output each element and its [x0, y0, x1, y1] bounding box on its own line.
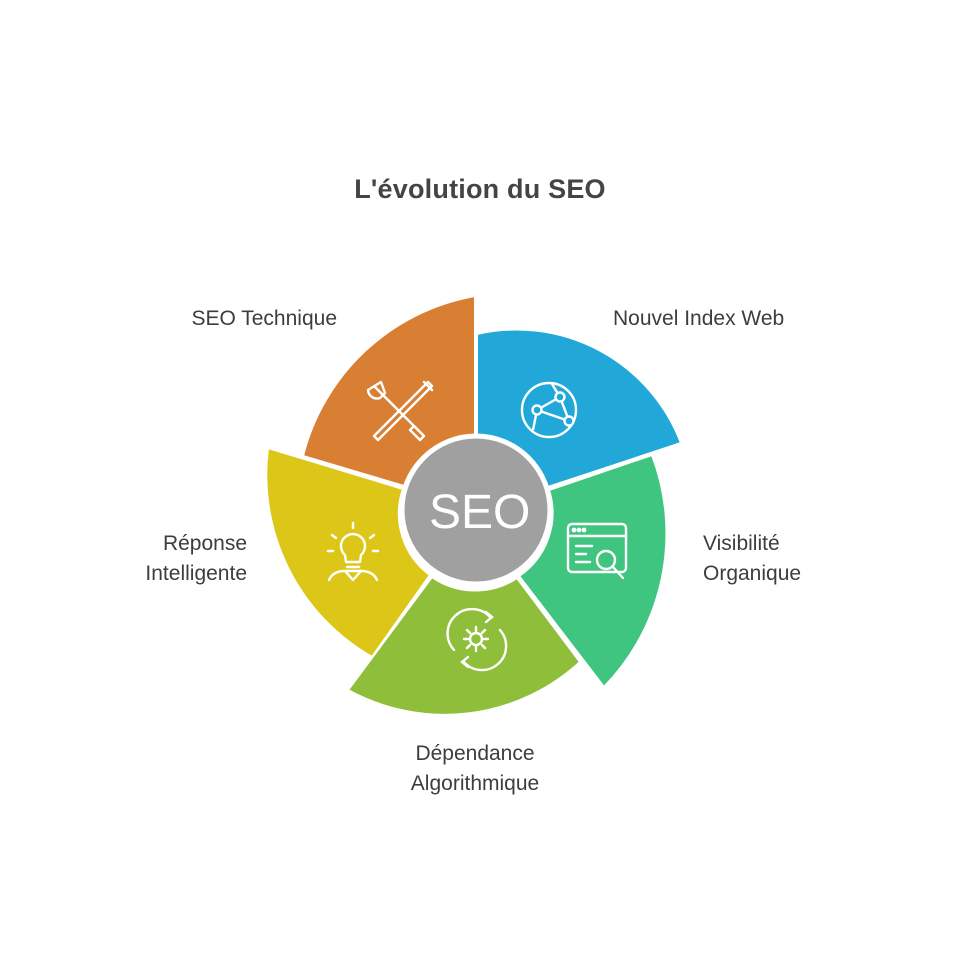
label-nouvel-index-web: Nouvel Index Web [613, 304, 784, 334]
segment-dependance-algorithmique [346, 575, 582, 716]
browser-search-icon [566, 522, 628, 580]
label-visibilite-organique-line2: Organique [703, 562, 802, 585]
center-hub [399, 433, 553, 587]
label-dependance-algorithmique-line1: Dépendance [415, 742, 535, 765]
center-seo-text: SEO [429, 486, 530, 539]
diagram-title: L'évolution du SEO [354, 174, 606, 204]
tools-icon [366, 380, 434, 442]
label-reponse-intelligente-line2: Intelligente [145, 562, 247, 585]
label-seo-technique: SEO Technique [191, 304, 337, 334]
gear-cycle-icon [446, 607, 508, 672]
label-reponse-intelligente: Réponse Intelligente [145, 529, 247, 589]
label-nouvel-index-web-line1: Nouvel Index Web [613, 307, 785, 330]
label-dependance-algorithmique-line2: Algorithmique [410, 772, 540, 795]
label-visibilite-organique-line1: Visibilité [703, 532, 780, 555]
label-seo-technique-line1: SEO Technique [191, 307, 337, 330]
network-globe-icon [520, 381, 578, 439]
label-reponse-intelligente-line1: Réponse [162, 532, 247, 555]
label-visibilite-organique: Visibilité Organique [703, 529, 801, 589]
segment-reponse-intelligente [265, 446, 432, 659]
lightbulb-person-icon [326, 521, 380, 582]
label-dependance-algorithmique: Dépendance Algorithmique [330, 739, 620, 799]
